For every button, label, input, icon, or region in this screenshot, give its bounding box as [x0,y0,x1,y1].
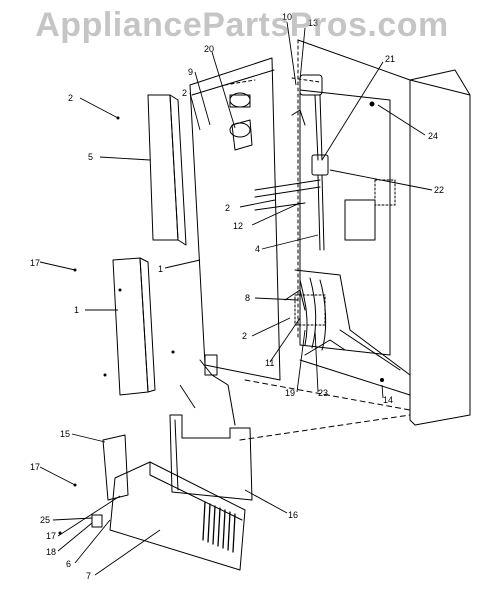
callout-label: 17 [30,258,40,268]
callout-label: 20 [204,44,214,54]
callout-label: 5 [88,152,93,162]
callout-label: 17 [30,462,40,472]
callout-labels: 1 1 2 2 2 2 4 5 6 7 8 9 10 11 12 13 14 1… [30,12,444,581]
callout-label: 17 [46,531,56,541]
panel-upper [147,94,187,246]
callout-label: 7 [86,571,91,581]
callout-label: 4 [255,244,260,254]
callout-label: 16 [288,510,298,520]
tube-assembly [291,74,329,251]
callout-label: 10 [282,12,292,22]
callout-label: 2 [225,203,230,213]
screws [58,101,384,535]
callout-label: 2 [68,93,73,103]
callout-label: 8 [245,293,250,303]
callout-label: 13 [308,18,318,28]
lower-cover [169,414,253,501]
callout-label: 24 [428,131,438,141]
callout-label: 14 [383,395,393,405]
callout-label: 9 [188,67,193,77]
callout-label: 1 [158,264,163,274]
leader-lines [39,21,433,576]
rear-panel [189,57,281,426]
cabinet-shell [239,39,471,441]
callout-label: 22 [434,185,444,195]
callout-label: 18 [46,547,56,557]
toe-grille [91,461,246,571]
callout-label: 2 [242,331,247,341]
callout-label: 21 [385,54,395,64]
callout-label: 11 [265,358,274,368]
callout-label: 15 [60,429,70,439]
top-components [224,79,256,151]
callout-label: 19 [285,388,295,398]
callout-label: 12 [233,221,243,231]
callout-label: 6 [66,559,71,569]
wiring-harness [284,277,327,351]
callout-label: 1 [74,305,79,315]
panel-lower [112,257,156,396]
callout-label: 25 [40,515,50,525]
rods [254,179,321,211]
callout-label: 23 [318,388,328,398]
bracket-left [102,434,129,501]
callout-label: 2 [182,88,187,98]
